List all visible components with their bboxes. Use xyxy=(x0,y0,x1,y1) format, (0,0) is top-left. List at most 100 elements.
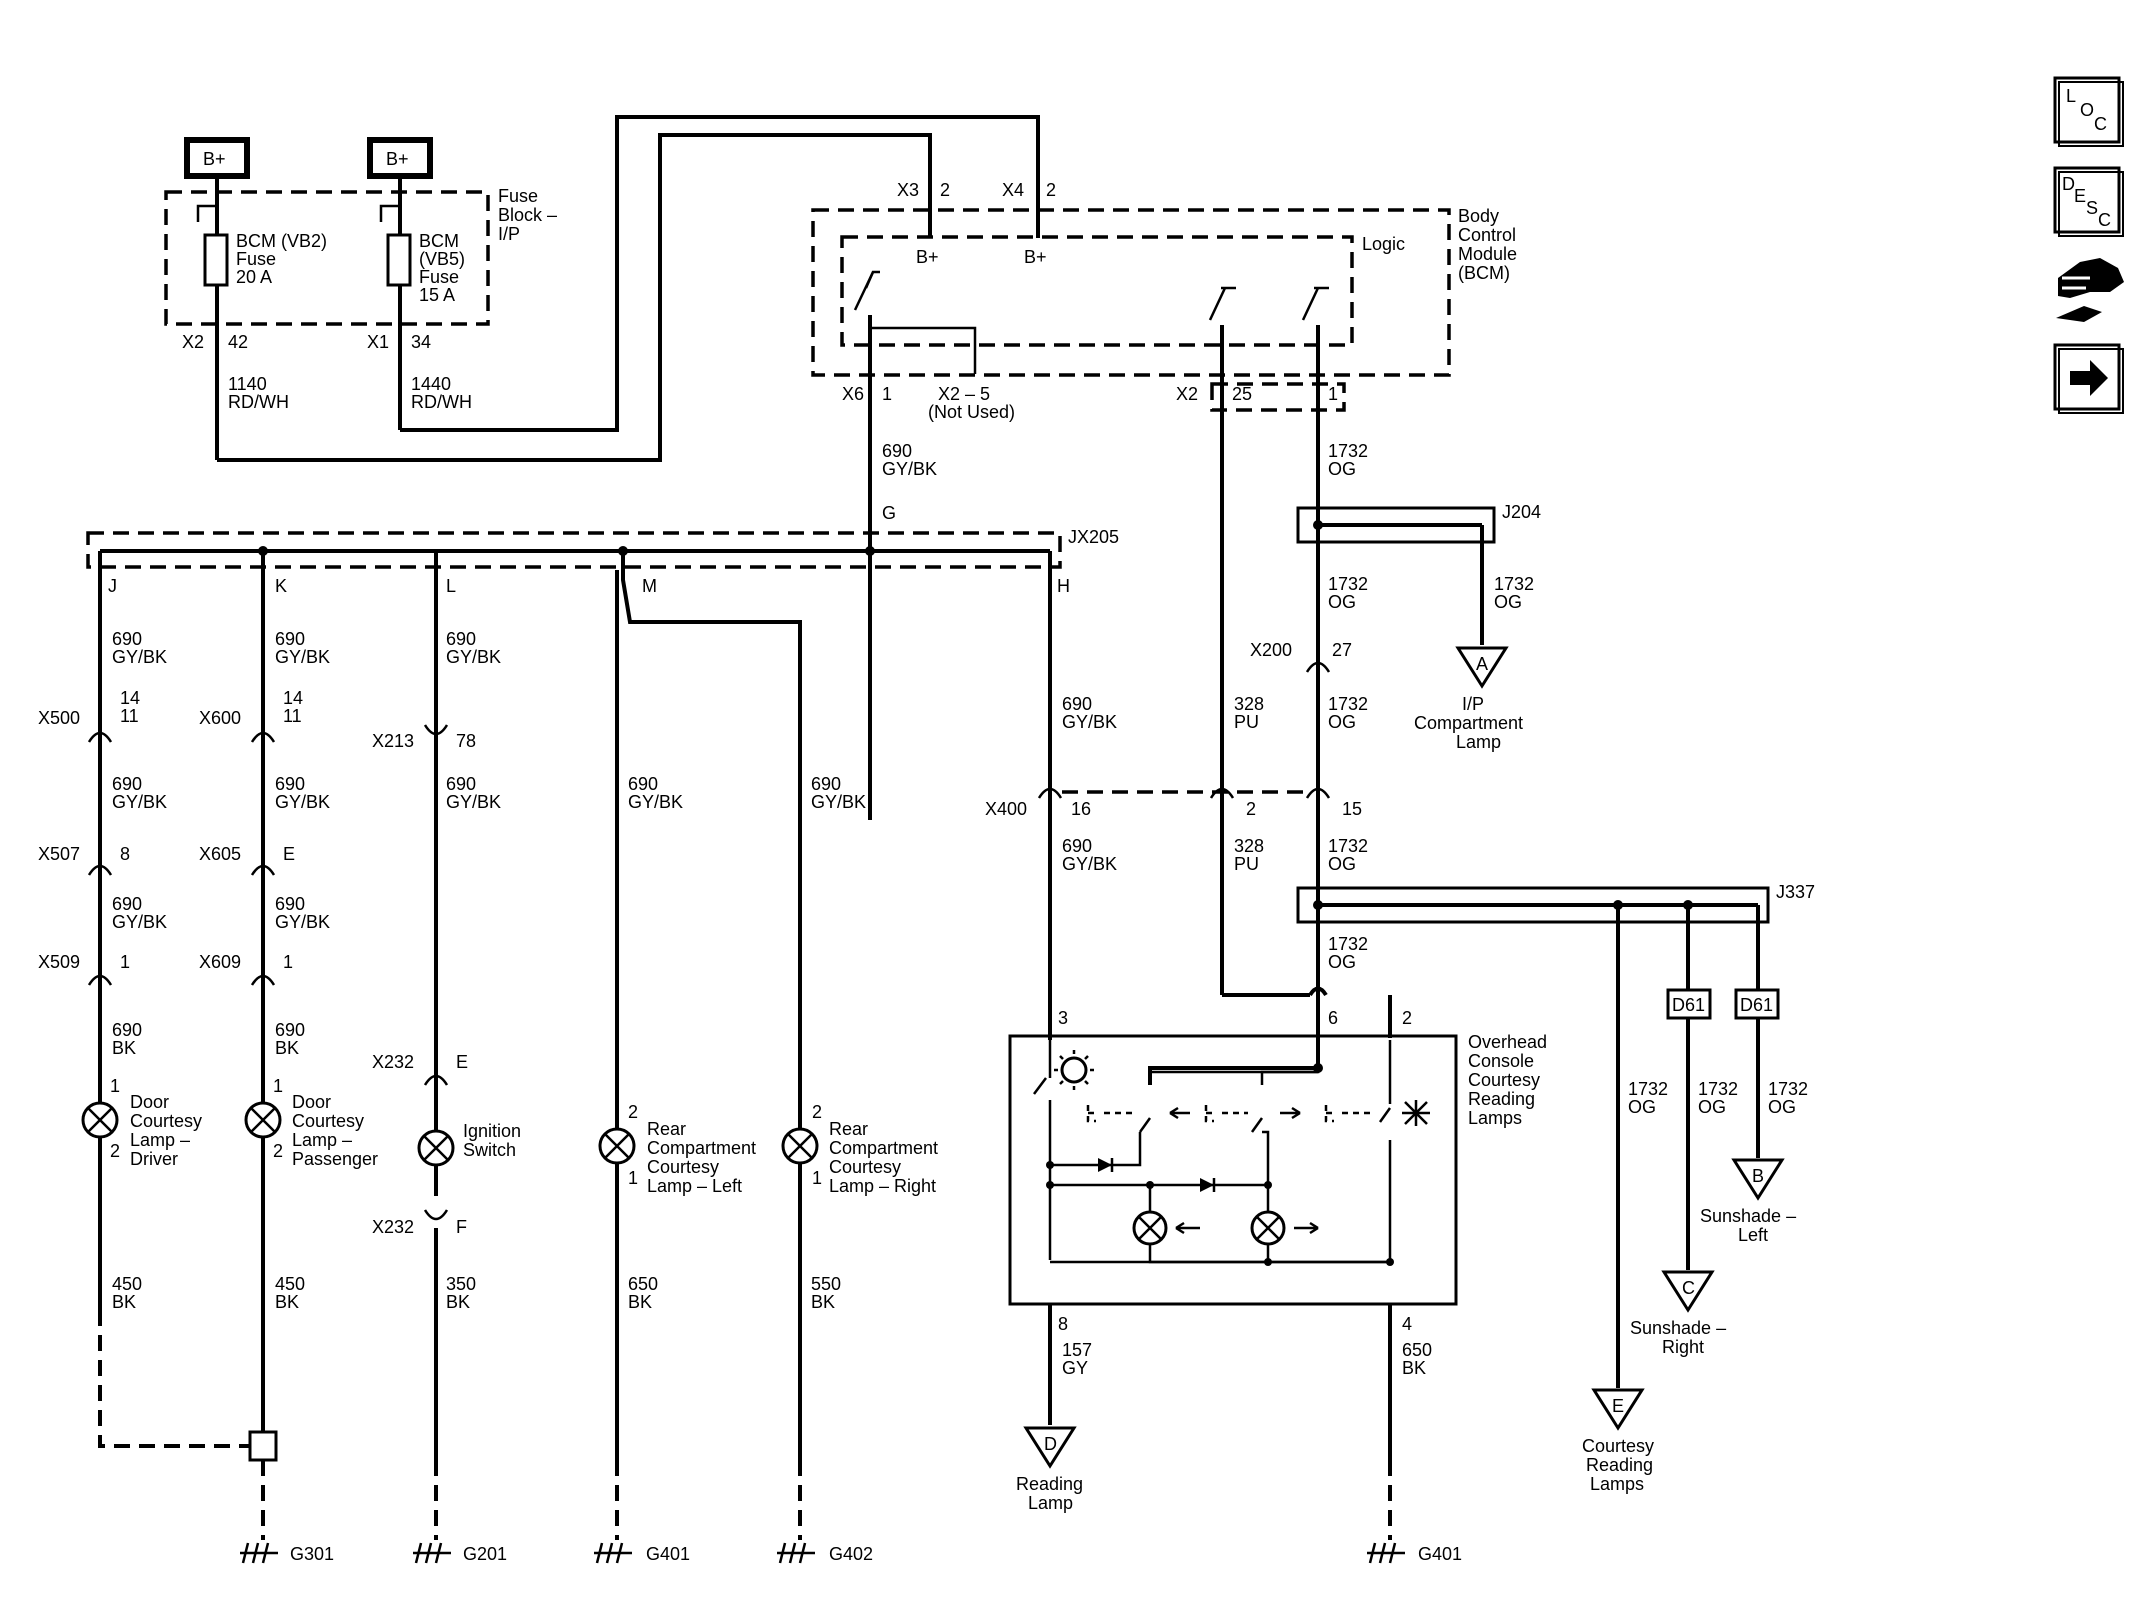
bcm-title: Body Control Module (BCM) xyxy=(1458,206,1517,283)
svg-text:GY/BK: GY/BK xyxy=(628,792,683,812)
svg-text:1732: 1732 xyxy=(1768,1079,1808,1099)
ignition-switch-icon xyxy=(417,1129,455,1167)
svg-text:Ignition: Ignition xyxy=(463,1121,521,1141)
svg-text:Block –: Block – xyxy=(498,205,557,225)
svg-text:BK: BK xyxy=(628,1292,652,1312)
dome-light-icon xyxy=(1054,1050,1094,1090)
x400-pin15: 15 xyxy=(1342,799,1362,819)
reading-lamp-left-icon xyxy=(1132,1210,1200,1246)
g201-ground-icon xyxy=(413,1542,451,1564)
wire-1732-bcm: 1732 OG xyxy=(1328,441,1368,479)
logic-label: Logic xyxy=(1362,234,1405,254)
x2-pin-25: 25 xyxy=(1232,384,1252,404)
connector-hand-icon[interactable] xyxy=(2056,258,2124,322)
loc-letter-o: O xyxy=(2080,100,2094,120)
svg-text:690: 690 xyxy=(446,774,476,794)
g201-label: G201 xyxy=(463,1544,507,1564)
driver-ground-path xyxy=(98,1310,250,1448)
x507-connector-icon xyxy=(87,864,113,876)
wire-650-overhead: 650 BK xyxy=(1402,1340,1432,1378)
x609-conn: X609 xyxy=(199,952,241,972)
j204-label: J204 xyxy=(1502,502,1541,522)
wire-690-k3: 690 GY/BK xyxy=(275,894,330,932)
wire-690-rear-right: 690 GY/BK xyxy=(811,774,866,812)
svg-text:Lamp – Right: Lamp – Right xyxy=(829,1176,936,1196)
svg-text:GY/BK: GY/BK xyxy=(112,647,167,667)
ref-b-label: Sunshade – Left xyxy=(1700,1206,1796,1245)
svg-text:Courtesy: Courtesy xyxy=(647,1157,719,1177)
ref-e-triangle[interactable]: E xyxy=(1591,1388,1645,1431)
overhead-switch-left xyxy=(1086,1105,1190,1123)
overhead-pin8: 8 xyxy=(1058,1314,1068,1334)
svg-text:Courtesy: Courtesy xyxy=(829,1157,901,1177)
svg-text:550: 550 xyxy=(811,1274,841,1294)
svg-text:690: 690 xyxy=(112,1020,142,1040)
svg-text:PU: PU xyxy=(1234,854,1259,874)
svg-text:Door: Door xyxy=(292,1092,331,1112)
svg-text:450: 450 xyxy=(112,1274,142,1294)
loc-nav-button[interactable]: L O C xyxy=(2053,76,2124,147)
splice-h: H xyxy=(1057,576,1070,596)
svg-text:Lamp: Lamp xyxy=(1028,1493,1073,1513)
x400-16-connector-icon xyxy=(1037,787,1063,799)
x4-pin: 2 xyxy=(1046,180,1056,200)
ref-b-triangle[interactable]: B xyxy=(1731,1158,1785,1201)
x232-pin-f: F xyxy=(456,1217,467,1237)
svg-text:Reading: Reading xyxy=(1468,1089,1535,1109)
ref-c-triangle[interactable]: C xyxy=(1661,1270,1715,1313)
ref-d-triangle[interactable]: D xyxy=(1023,1426,1077,1469)
reading-lamp-right-icon xyxy=(1250,1210,1319,1246)
ref-d-letter: D xyxy=(1044,1434,1057,1454)
lamp-passenger-label: Door Courtesy Lamp – Passenger xyxy=(292,1092,378,1169)
svg-text:OG: OG xyxy=(1768,1097,1796,1117)
x605-connector-icon xyxy=(250,864,276,876)
x600-conn: X600 xyxy=(199,708,241,728)
svg-text:Fuse: Fuse xyxy=(236,249,276,269)
svg-text:Lamp –: Lamp – xyxy=(130,1130,190,1150)
wire-1732-c: 1732 OG xyxy=(1328,836,1368,874)
arrow-left-icon xyxy=(1169,1106,1190,1120)
wire-690bk-j: 690 BK xyxy=(112,1020,142,1058)
wire-157: 157 GY xyxy=(1062,1340,1092,1378)
d61-label-1: D61 xyxy=(1672,995,1705,1015)
svg-text:Door: Door xyxy=(130,1092,169,1112)
svg-text:690: 690 xyxy=(275,1020,305,1040)
desc-letter-s: S xyxy=(2086,198,2098,218)
svg-text:GY/BK: GY/BK xyxy=(275,647,330,667)
x605-pin: E xyxy=(283,844,295,864)
bcm-bplus1: B+ xyxy=(916,247,939,267)
fuse-block-label: Fuse Block – I/P xyxy=(498,186,557,244)
jx205-label: JX205 xyxy=(1068,527,1119,547)
wire-690-h: 690 GY/BK xyxy=(1062,694,1117,732)
wire-690bk-k: 690 BK xyxy=(275,1020,305,1058)
svg-text:(BCM): (BCM) xyxy=(1458,263,1510,283)
wire-328-b: 328 PU xyxy=(1234,836,1264,874)
svg-text:BK: BK xyxy=(112,1292,136,1312)
g301-ground-icon xyxy=(240,1542,278,1564)
g401-label-right: G401 xyxy=(1418,1544,1462,1564)
x213-pin: 78 xyxy=(456,731,476,751)
svg-text:20 A: 20 A xyxy=(236,267,272,287)
j204-splice xyxy=(1296,506,1496,544)
wire-1140-label: 1140 RD/WH xyxy=(228,374,289,412)
svg-text:I/P: I/P xyxy=(498,224,520,244)
svg-text:Lamps: Lamps xyxy=(1590,1474,1644,1494)
wire-690-bcm: 690 GY/BK xyxy=(882,441,937,479)
next-arrow-button[interactable] xyxy=(2053,343,2124,414)
svg-text:Sunshade –: Sunshade – xyxy=(1630,1318,1726,1338)
ref-a-triangle[interactable]: A xyxy=(1455,646,1509,689)
svg-text:690: 690 xyxy=(275,774,305,794)
overhead-pin6: 6 xyxy=(1328,1008,1338,1028)
wire-450-j: 450 BK xyxy=(112,1274,142,1312)
x3-conn: X3 xyxy=(897,180,919,200)
splice-m: M xyxy=(642,576,657,596)
svg-text:BK: BK xyxy=(275,1038,299,1058)
fuse-block-outline xyxy=(164,190,490,326)
lamp-rear-left-icon xyxy=(598,1127,636,1165)
x509-pin: 1 xyxy=(120,952,130,972)
svg-text:(VB5): (VB5) xyxy=(419,249,465,269)
svg-text:650: 650 xyxy=(628,1274,658,1294)
x232-conn-f: X232 xyxy=(372,1217,414,1237)
desc-nav-button[interactable]: D E S C xyxy=(2053,166,2124,237)
